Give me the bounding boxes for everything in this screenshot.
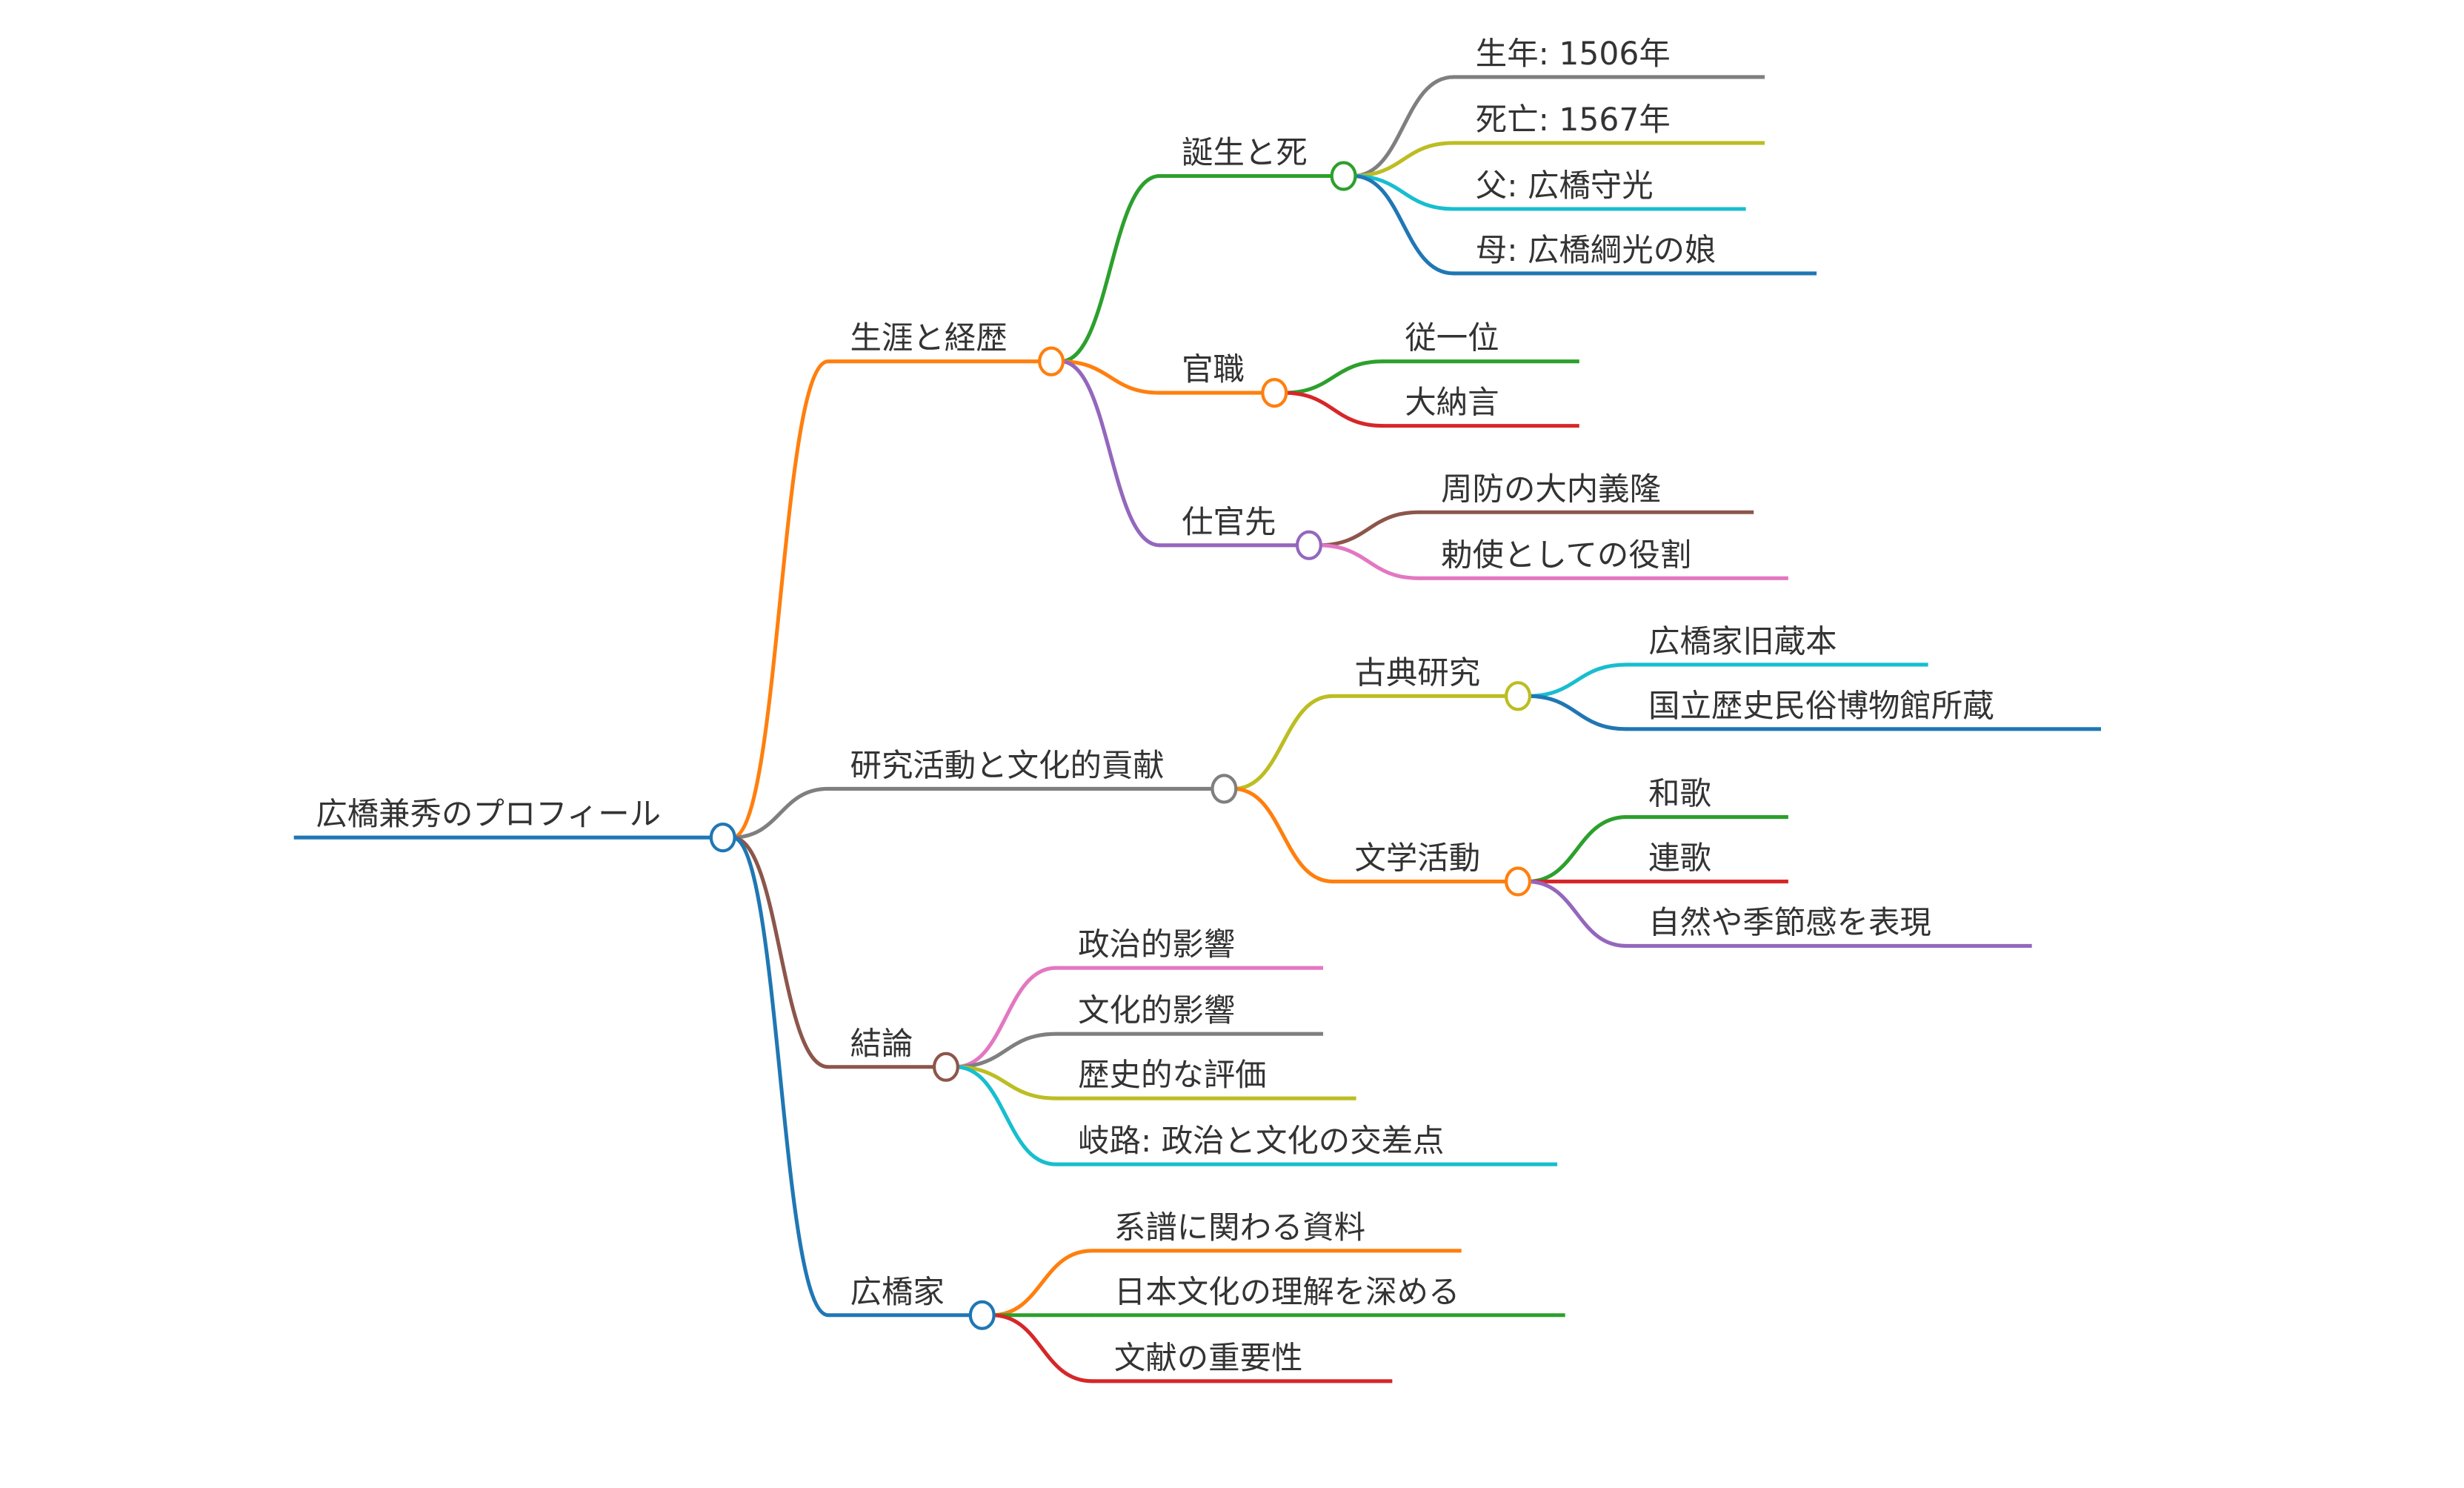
node-2-1-label: 文化的影響: [1078, 993, 1235, 1029]
node-2-3-connector: [953, 1065, 1058, 1166]
node-0-toggle-circle[interactable]: [1038, 346, 1065, 376]
node-2-1-connector: [953, 1032, 1058, 1069]
node-3-1[interactable]: 日本文化の理解を深める: [1114, 1275, 1460, 1311]
node-0-2[interactable]: 仕官先: [1182, 505, 1322, 560]
node-0-2-0[interactable]: 周防の大内義隆: [1441, 471, 1661, 508]
node-0-1-label: 官職: [1182, 352, 1245, 388]
node-0-0-2[interactable]: 父: 広橋守光: [1476, 168, 1654, 205]
node-1-0-0-connector: [1525, 662, 1628, 698]
node-3-1-label: 日本文化の理解を深める: [1114, 1275, 1460, 1311]
node-1[interactable]: 研究活動と文化的貢献: [850, 748, 1238, 804]
node-2-2[interactable]: 歴史的な評価: [1078, 1057, 1267, 1094]
node-1-1-1[interactable]: 連歌: [1648, 841, 1711, 877]
node-1-1-label: 文学活動: [1354, 841, 1480, 877]
node-0-1-0-label: 従一位: [1405, 321, 1499, 357]
node-2-toggle-circle[interactable]: [932, 1052, 959, 1082]
node-0-0-toggle-circle[interactable]: [1330, 161, 1357, 191]
node-1-1-0-connector: [1525, 815, 1628, 884]
root-label: 広橋兼秀のプロフィール: [316, 797, 661, 833]
node-0-2-1-label: 勅使としての役割: [1441, 537, 1691, 574]
node-2-3[interactable]: 岐路: 政治と文化の交差点: [1078, 1123, 1444, 1160]
node-0-0-label: 誕生と死: [1182, 136, 1308, 172]
node-0-0-connector: [1059, 173, 1162, 364]
node-0-0[interactable]: 誕生と死: [1182, 136, 1357, 191]
node-0-0-2-label: 父: 広橋守光: [1476, 168, 1654, 205]
node-1-1-2-label: 自然や季節感を表現: [1648, 906, 1931, 942]
node-0-2-1-connector: [1316, 543, 1421, 580]
node-1-0-1-label: 国立歴史民俗博物館所蔵: [1648, 688, 1994, 725]
node-1-connector: [730, 786, 830, 840]
node-1-1-2-connector: [1525, 879, 1628, 949]
node-1-toggle-circle[interactable]: [1211, 774, 1238, 804]
node-1-1-toggle-circle[interactable]: [1505, 866, 1532, 897]
node-3-connector: [730, 835, 830, 1318]
node-1-1-connector: [1231, 786, 1335, 884]
node-0-0-0-connector: [1351, 75, 1456, 179]
node-3-2-connector: [989, 1313, 1094, 1384]
node-0-2-0-label: 周防の大内義隆: [1441, 471, 1661, 508]
node-0-0-1-connector: [1351, 141, 1456, 179]
node-0-1-1[interactable]: 大納言: [1405, 385, 1499, 422]
node-1-0-label: 古典研究: [1354, 655, 1480, 691]
node-0-1-0-connector: [1282, 359, 1385, 395]
node-0-2-0-connector: [1316, 510, 1421, 548]
node-1-0-1-connector: [1525, 694, 1628, 731]
node-3[interactable]: 広橋家: [850, 1275, 996, 1330]
node-0-2-1[interactable]: 勅使としての役割: [1441, 537, 1691, 574]
node-3-0[interactable]: 系譜に関わる資料: [1114, 1210, 1365, 1246]
node-0-connector: [730, 359, 830, 840]
node-0-2-toggle-circle[interactable]: [1295, 530, 1322, 560]
node-0-0-3-connector: [1351, 173, 1456, 276]
node-2[interactable]: 結論: [850, 1026, 959, 1082]
node-1-0[interactable]: 古典研究: [1354, 655, 1532, 711]
node-2-0-label: 政治的影響: [1078, 927, 1235, 963]
root-toggle-circle[interactable]: [709, 823, 736, 853]
node-0-1-connector: [1059, 359, 1162, 395]
node-1-1-0-label: 和歌: [1648, 777, 1711, 813]
node-0[interactable]: 生涯と経歴: [850, 321, 1065, 376]
node-3-label: 広橋家: [850, 1275, 945, 1311]
node-0-0-0[interactable]: 生年: 1506年: [1476, 36, 1671, 73]
node-3-0-connector: [989, 1249, 1094, 1318]
node-0-2-label: 仕官先: [1182, 505, 1276, 541]
node-0-0-0-label: 生年: 1506年: [1476, 36, 1671, 73]
node-2-1[interactable]: 文化的影響: [1078, 993, 1235, 1029]
node-1-1[interactable]: 文学活動: [1354, 841, 1532, 897]
node-1-1-0[interactable]: 和歌: [1648, 777, 1711, 813]
node-2-0[interactable]: 政治的影響: [1078, 927, 1235, 963]
node-0-2-connector: [1059, 359, 1162, 548]
node-2-2-connector: [953, 1065, 1058, 1100]
node-0-1-1-connector: [1282, 391, 1385, 428]
node-0-0-1-label: 死亡: 1567年: [1476, 102, 1671, 139]
node-2-0-connector: [953, 966, 1058, 1069]
mindmap-edges: [293, 75, 2102, 1384]
node-3-toggle-circle[interactable]: [968, 1300, 996, 1330]
node-1-0-0-label: 広橋家旧蔵本: [1648, 624, 1837, 660]
node-2-connector: [730, 835, 830, 1069]
node-1-0-0[interactable]: 広橋家旧蔵本: [1648, 624, 1837, 660]
node-2-2-label: 歴史的な評価: [1078, 1057, 1267, 1094]
node-1-0-1[interactable]: 国立歴史民俗博物館所蔵: [1648, 688, 1994, 725]
node-1-1-2[interactable]: 自然や季節感を表現: [1648, 906, 1931, 942]
node-0-0-3[interactable]: 母: 広橋綱光の娘: [1476, 233, 1717, 269]
node-3-2[interactable]: 文献の重要性: [1114, 1341, 1303, 1377]
node-0-1-toggle-circle[interactable]: [1261, 377, 1288, 408]
node-2-3-label: 岐路: 政治と文化の交差点: [1078, 1123, 1444, 1160]
node-0-0-1[interactable]: 死亡: 1567年: [1476, 102, 1671, 139]
node-0-1-1-label: 大納言: [1405, 385, 1499, 422]
node-2-label: 結論: [850, 1026, 913, 1063]
node-1-0-connector: [1231, 694, 1335, 791]
node-1-label: 研究活動と文化的貢献: [850, 748, 1165, 784]
node-1-1-1-label: 連歌: [1648, 841, 1711, 877]
node-0-0-2-connector: [1351, 173, 1456, 211]
node-0-label: 生涯と経歴: [850, 321, 1008, 357]
node-0-1[interactable]: 官職: [1182, 352, 1288, 408]
node-3-0-label: 系譜に関わる資料: [1114, 1210, 1365, 1246]
node-0-0-3-label: 母: 広橋綱光の娘: [1476, 233, 1717, 269]
node-0-1-0[interactable]: 従一位: [1405, 321, 1499, 357]
node-3-2-label: 文献の重要性: [1114, 1341, 1303, 1377]
node-1-0-toggle-circle[interactable]: [1505, 681, 1532, 711]
root[interactable]: 広橋兼秀のプロフィール: [316, 797, 736, 853]
